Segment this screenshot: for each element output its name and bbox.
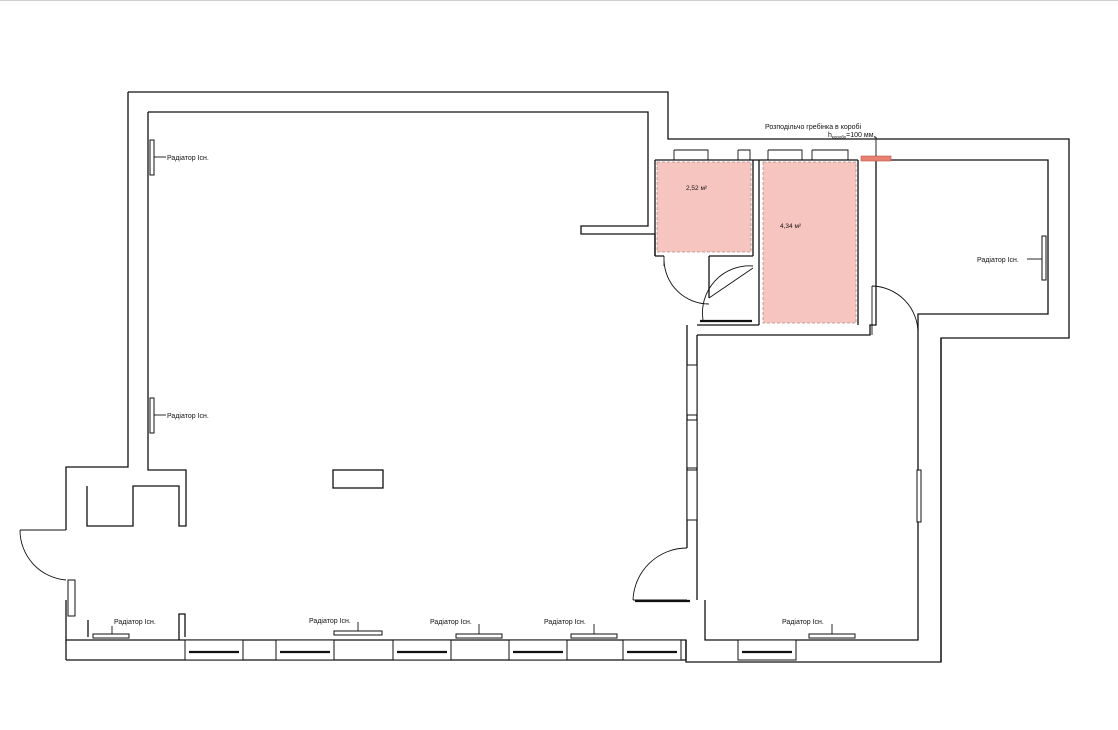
radiator-label: Радіатор Існ. (544, 618, 586, 626)
room-area-1: 2,52 м² (686, 185, 708, 192)
top-border-line (0, 0, 1118, 1)
wc-tile-zone-2 (762, 161, 857, 324)
column (332, 469, 384, 489)
manifold-note-rest: =100 мм. (846, 132, 875, 139)
door-wc-2 (702, 265, 754, 321)
manifold-note-h: h (828, 132, 832, 139)
radiator-3-icon (1041, 235, 1047, 281)
radiator-label: Радіатор Існ. (309, 617, 351, 625)
radiator-label: Радіатор Існ. (782, 618, 824, 626)
south-windows (184, 319, 797, 661)
radiator-2-icon (149, 397, 155, 434)
room-area-2: 4,34 м² (780, 223, 802, 230)
manifold-note-sub: коробу (832, 135, 847, 140)
east-room-walls (704, 159, 1049, 662)
door-east-room (871, 285, 919, 335)
manifold-note-line1: Розподільчо гребінка в коробі (765, 123, 862, 131)
radiator-5-icon (333, 630, 383, 636)
door-south-room (632, 547, 688, 601)
window-1 (184, 639, 244, 661)
window-6 (737, 639, 797, 661)
corridor-glazing (686, 364, 922, 523)
south-inner-wall (87, 613, 186, 640)
radiator-label: Радіатор Існ. (430, 618, 472, 626)
svg-text:hкоробу=100 мм.: hкоробу=100 мм. (828, 132, 876, 140)
manifold-marker (860, 155, 892, 162)
door-wc-1 (663, 256, 710, 305)
window-5 (622, 639, 682, 661)
radiator-1-icon (149, 139, 155, 176)
radiator-7-icon (570, 633, 618, 639)
inner-wall-outline (86, 111, 656, 527)
manifold-callout: Розподільчо гребінка в коробі hкоробу=10… (765, 123, 892, 162)
radiator-label: Радіатор Існ. (977, 256, 1019, 264)
bathroom-walls (654, 149, 858, 325)
radiator-4-icon (92, 633, 130, 639)
radiator-label: Радіатор Існ. (114, 618, 156, 626)
door-entrance (19, 529, 67, 581)
doors (19, 256, 919, 617)
radiator-8-icon (808, 633, 856, 639)
radiators: Радіатор Існ. Радіатор Існ. Радіатор Існ… (92, 139, 1047, 639)
window-2 (275, 639, 335, 661)
window-4 (508, 639, 568, 661)
wc-tile-zone-1 (656, 161, 752, 253)
entrance-leaf (67, 579, 76, 617)
radiator-6-icon (455, 633, 503, 639)
south-wall (65, 640, 687, 661)
outer-walls (65, 91, 1070, 663)
radiator-label: Радіатор Існ. (167, 154, 209, 162)
window-3 (392, 639, 452, 661)
radiator-label: Радіатор Існ. (167, 412, 209, 420)
